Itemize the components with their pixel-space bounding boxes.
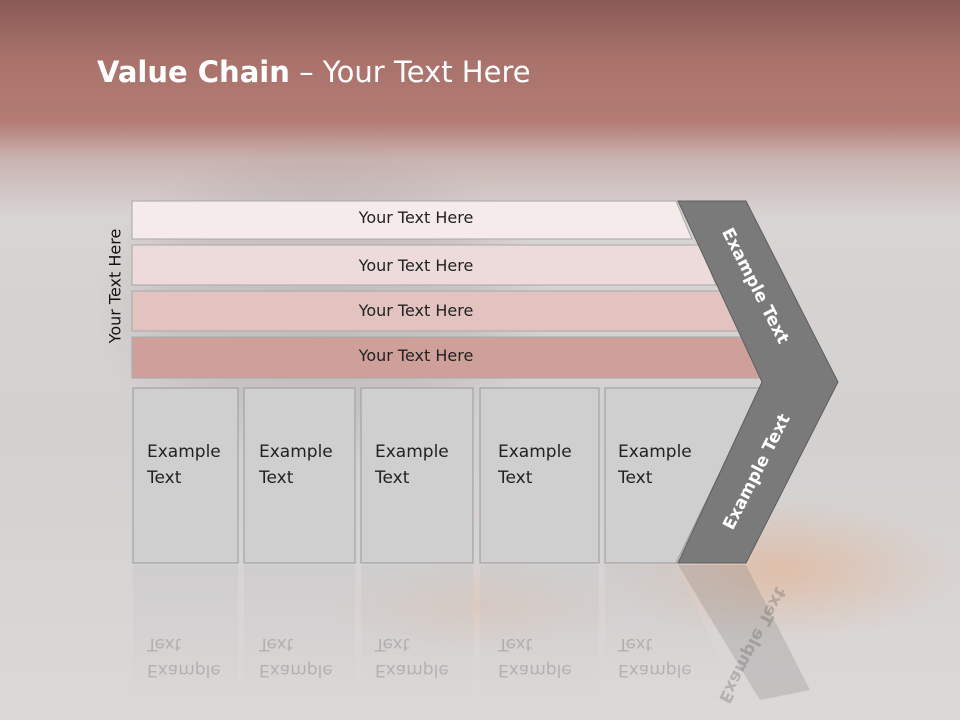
chevron-reflection — [678, 565, 810, 700]
slide-title: Value Chain – Your Text Here — [97, 55, 531, 89]
box-reflection-2 — [244, 565, 355, 705]
row-label-1: Your Text Here — [358, 208, 474, 227]
row-label-2: Your Text Here — [358, 256, 474, 275]
activity-box-4 — [479, 387, 600, 564]
activity-box-2 — [243, 387, 356, 564]
box-reflection-5 — [605, 565, 730, 680]
row-bar-2 — [131, 244, 717, 286]
box-reflection-4 — [480, 565, 599, 705]
row-bar-1 — [131, 200, 693, 240]
activity-box-5 — [604, 387, 762, 564]
row-label-4: Your Text Here — [358, 346, 474, 365]
activity-box-1 — [132, 387, 239, 564]
chevron-arrow — [677, 200, 839, 564]
box-reflection-3 — [361, 565, 473, 705]
box-reflection-1 — [133, 565, 238, 705]
row-label-3: Your Text Here — [358, 301, 474, 320]
activity-box-3 — [360, 387, 474, 564]
